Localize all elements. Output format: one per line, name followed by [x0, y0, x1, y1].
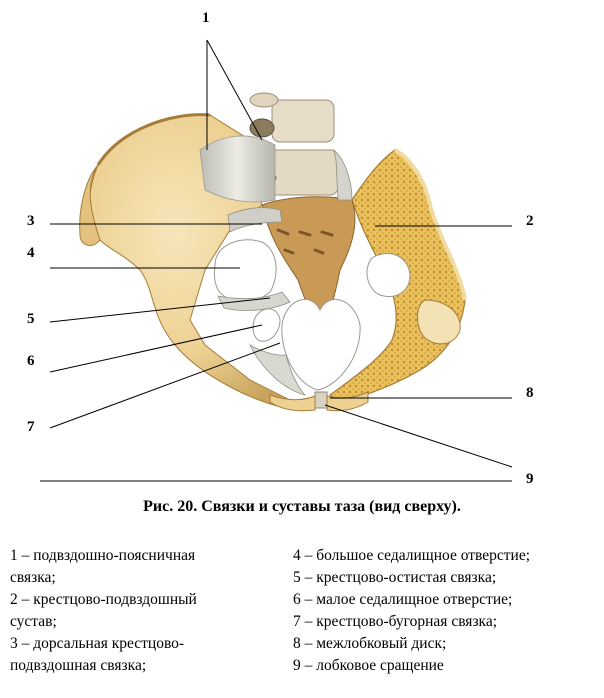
leader-line-1b — [206, 39, 263, 141]
legend-line: 1 – подвздошно-поясничная — [10, 547, 196, 564]
legend-line: 6 – малое седалищное отверстие; — [293, 591, 513, 608]
dorsal-sacroiliac-ligament — [227, 207, 283, 233]
left-iliac-crest — [96, 113, 211, 166]
legend-line: 4 – большое седалищное отверстие; — [293, 547, 531, 564]
callout-8: 8 — [526, 385, 534, 401]
lumbar-vertebra-lower — [267, 149, 339, 196]
sacrotuberous-ligament — [249, 343, 307, 396]
figure-caption: Рис. 20. Связки и суставы таза (вид свер… — [143, 498, 461, 515]
right-greater-sciatic-foramen — [366, 253, 411, 297]
lumbar-vertebra-upper — [271, 99, 335, 143]
legend-line: 8 – межлобковый диск; — [293, 635, 447, 652]
callout-5: 5 — [27, 311, 35, 327]
vertebral-canal — [249, 118, 275, 138]
interpubic-disc — [314, 391, 328, 409]
legend-line: 2 – крестцово-подвздошный — [10, 591, 197, 608]
right-iliac-outer-rim — [393, 148, 467, 301]
leader-line-7 — [49, 342, 281, 429]
sacrospinous-ligament — [217, 291, 291, 311]
right-iliolumbar-ligament — [333, 148, 353, 201]
leader-line-6 — [49, 324, 263, 373]
legend-right-column: 4 – большое седалищное отверстие; 5 – кр… — [293, 545, 530, 677]
legend-line: подвздошная связка; — [10, 657, 147, 674]
callout-1: 1 — [202, 10, 210, 26]
leader-line-9 — [324, 404, 513, 468]
legend-left-column: 1 – подвздошно-поясничная связка; 2 – кр… — [10, 545, 197, 677]
callout-2: 2 — [526, 213, 534, 229]
callout-3: 3 — [27, 213, 35, 229]
legend-line: 7 – крестцово-бугорная связка; — [293, 613, 498, 630]
legend-line: связка; — [10, 569, 56, 586]
left-ala-tip — [79, 164, 101, 246]
iliolumbar-ligament — [199, 135, 276, 203]
pelvis-illustration — [40, 39, 513, 482]
greater-sciatic-foramen — [213, 239, 277, 302]
right-acetabulum — [417, 299, 461, 345]
leader-line-5 — [49, 297, 271, 323]
callout-6: 6 — [27, 353, 35, 369]
legend-line: 5 – крестцово-остистая связка; — [293, 569, 497, 586]
callout-9: 9 — [526, 471, 534, 487]
left-pubis — [269, 394, 316, 412]
sacral-foramina — [276, 228, 334, 255]
pelvic-inlet — [281, 298, 361, 391]
callout-4: 4 — [27, 245, 35, 261]
legend-line: 3 – дорсальная крестцово- — [10, 635, 185, 652]
callout-7: 7 — [27, 419, 35, 435]
leader-lines — [40, 39, 513, 482]
legend-line: 9 – лобковое сращение — [293, 657, 444, 674]
legend-line: сустав; — [10, 613, 57, 630]
lesser-sciatic-foramen — [252, 308, 281, 342]
transverse-process — [249, 92, 279, 108]
